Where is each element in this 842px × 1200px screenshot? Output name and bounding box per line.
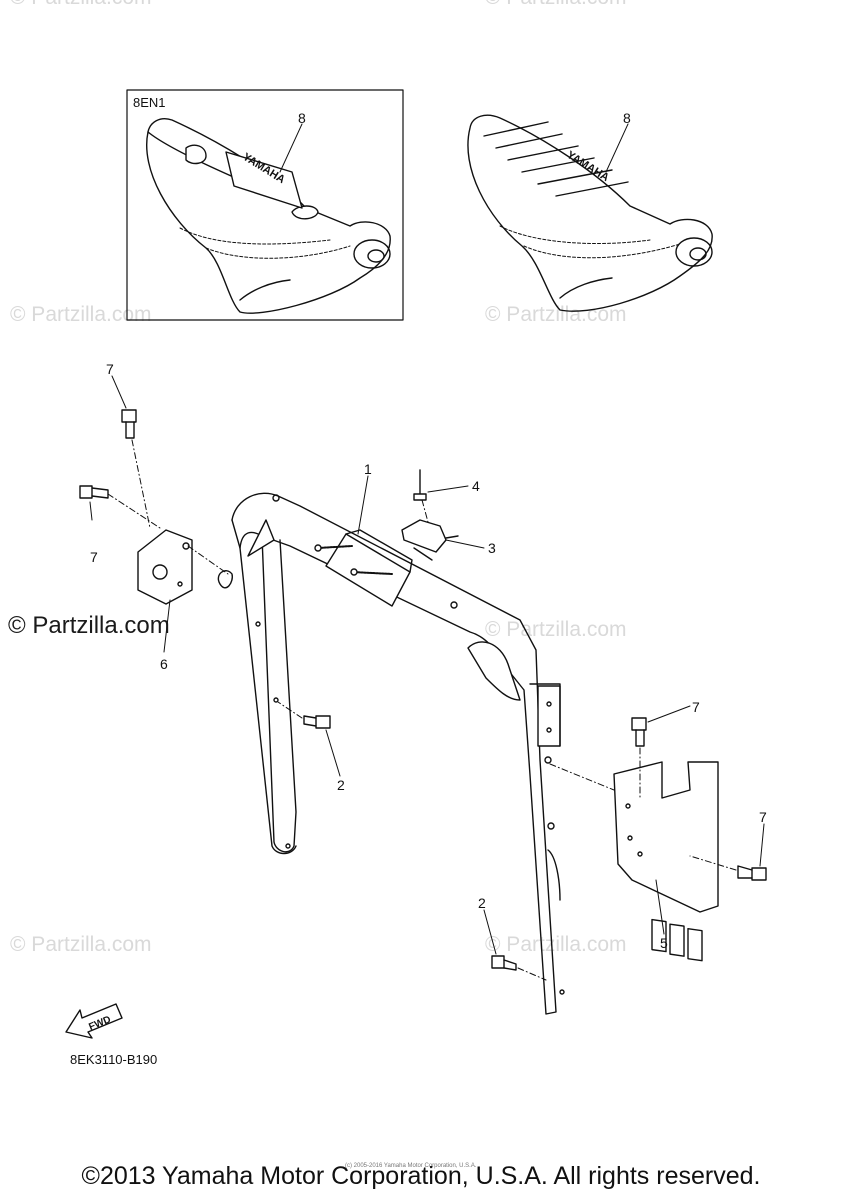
watermark: © Partzilla.com	[10, 933, 152, 956]
seat-brand: YAMAHA	[565, 149, 611, 184]
callout-7: 7	[90, 549, 98, 565]
callout-6: 6	[160, 656, 168, 672]
bolt-7-top	[121, 409, 137, 439]
part-4-rivet	[413, 469, 427, 501]
bolt-2-middle	[303, 715, 331, 729]
watermark-main: © Partzilla.com	[8, 612, 170, 639]
bolt-7-right-bottom	[737, 865, 767, 881]
callout-5: 5	[660, 935, 668, 951]
copyright-text: ©2013 Yamaha Motor Corporation, U.S.A. A…	[81, 1162, 761, 1190]
diagram-code: 8EK3110-B190	[70, 1052, 158, 1067]
callout-2: 2	[478, 895, 486, 911]
callout-7: 7	[106, 361, 114, 377]
watermark: © Partzilla.com	[10, 303, 152, 326]
seat-cover-8en1: YAMAHA	[146, 118, 391, 314]
callout-4: 4	[472, 478, 480, 494]
callout-8: 8	[298, 110, 306, 126]
watermark: © Partzilla.com	[485, 0, 627, 10]
fwd-arrow-icon: FWD	[65, 1003, 123, 1039]
inset-box	[126, 89, 404, 321]
watermark: © Partzilla.com	[485, 933, 627, 956]
part-6-plate	[137, 529, 234, 605]
bolt-7-right-top	[631, 717, 647, 747]
steering-frame	[231, 492, 565, 1015]
watermark: © Partzilla.com	[485, 618, 627, 641]
callout-3: 3	[488, 540, 496, 556]
watermark: © Partzilla.com	[485, 303, 627, 326]
bolt-7-left	[79, 485, 109, 499]
callout-7: 7	[759, 809, 767, 825]
callout-1: 1	[364, 461, 372, 477]
watermark: © Partzilla.com	[10, 0, 152, 10]
seat-cover-standard: YAMAHA	[467, 114, 713, 312]
callout-2: 2	[337, 777, 345, 793]
callout-8: 8	[623, 110, 631, 126]
bolt-2-bottom	[491, 955, 517, 971]
callout-7: 7	[692, 699, 700, 715]
part-3-bracket	[401, 519, 459, 561]
inset-label: 8EN1	[133, 95, 166, 110]
part-1-clamp	[314, 529, 413, 607]
tiny-notice: (c) 2005-2016 Yamaha Motor Corporation, …	[345, 1163, 477, 1169]
part-5-plate	[613, 761, 719, 962]
